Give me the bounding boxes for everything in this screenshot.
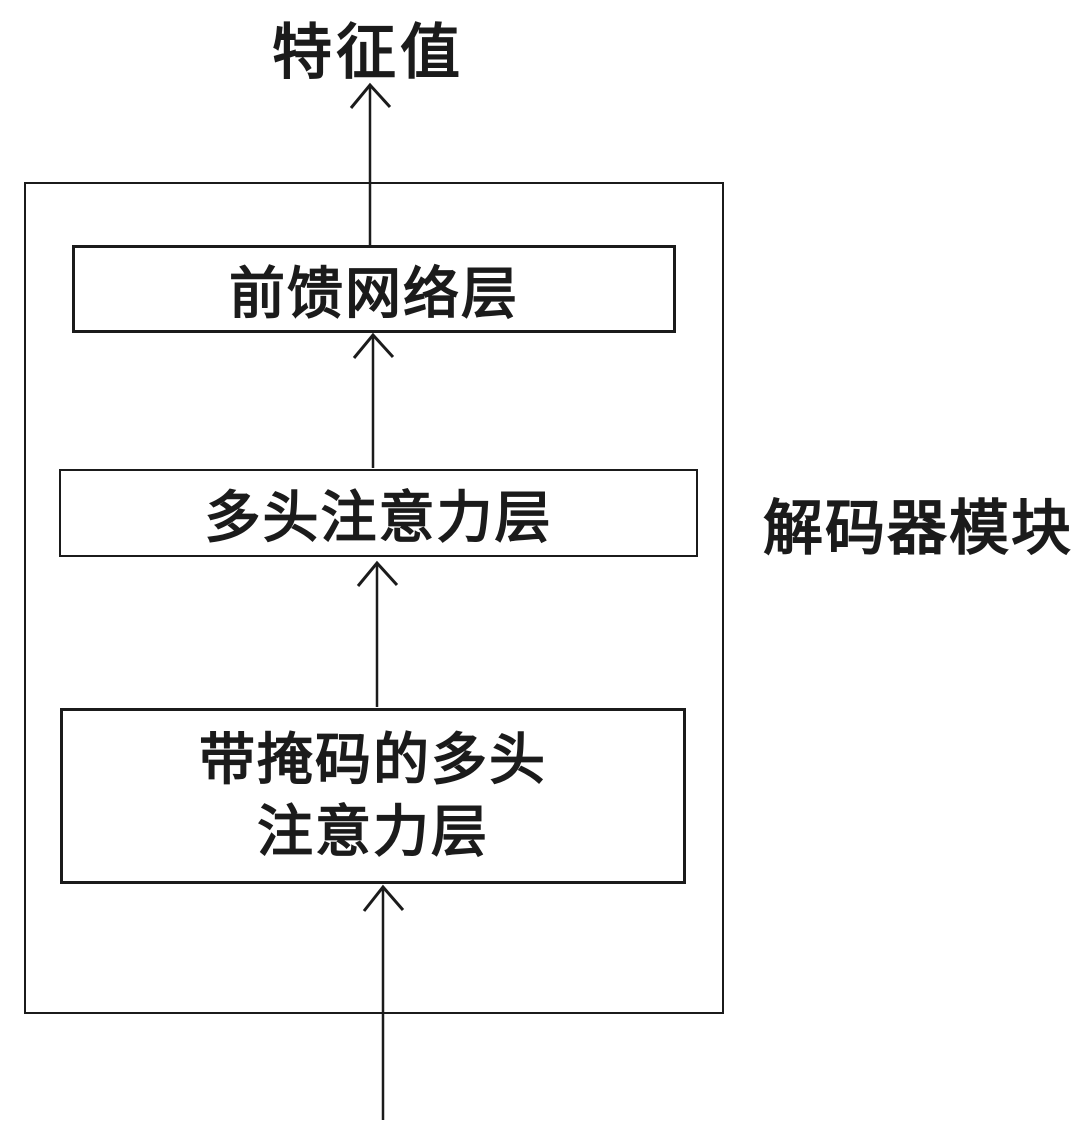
- box-feed-forward-layer: 前馈网络层: [72, 245, 676, 333]
- box-multi-head-attention-layer: 多头注意力层: [59, 469, 698, 557]
- decoder-module-box: [24, 182, 724, 1014]
- module-label: 解码器模块: [763, 495, 1073, 562]
- output-label: 特征值: [272, 19, 464, 86]
- box-masked-attention-label-line1: 带掩码的多头: [199, 728, 547, 792]
- box-masked-multi-head-attention-layer: 带掩码的多头 注意力层: [60, 708, 686, 884]
- box-multi-head-attention-label: 多头注意力层: [204, 485, 553, 549]
- box-feed-forward-label: 前馈网络层: [229, 261, 519, 325]
- box-masked-attention-label-line2: 注意力层: [257, 800, 489, 863]
